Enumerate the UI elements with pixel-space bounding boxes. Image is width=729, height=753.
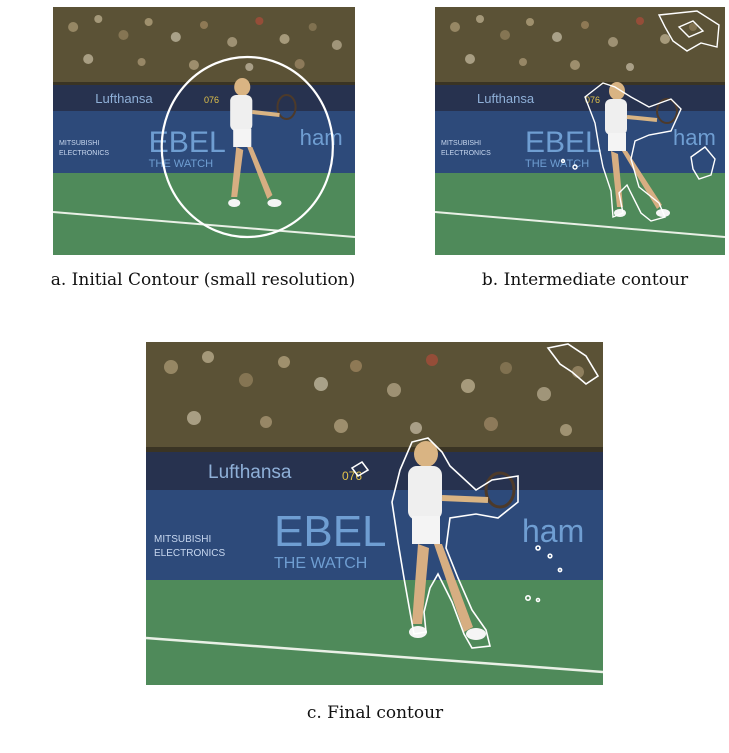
tennis-scene-image: Lufthansa 076 MITSUBISHI ELECTRONICS EBE…	[435, 7, 725, 255]
banner-lufthansa: Lufthansa	[477, 91, 535, 106]
tennis-player	[408, 441, 516, 640]
caption-intermediate-contour: b. Intermediate contour	[481, 270, 689, 290]
banner-ham: ham	[300, 125, 343, 150]
panel-initial-contour: Lufthansa 076 MITSUBISHI ELECTRONICS EBE…	[53, 7, 355, 255]
score-display: 076	[585, 95, 600, 105]
banner-mitsubishi: MITSUBISHI	[59, 140, 99, 147]
panel-final-contour: Lufthansa 076 MITSUBISHI ELECTRONICS EBE…	[146, 342, 603, 685]
banner-ebel: EBEL	[525, 126, 602, 159]
banner-ebel: EBEL	[149, 126, 226, 159]
caption-final-contour: c. Final contour	[306, 703, 444, 723]
final-contour	[350, 343, 600, 649]
banner-mitsubishi: MITSUBISHI	[154, 534, 211, 545]
intermediate-contour	[560, 10, 720, 222]
banner-ham: ham	[522, 513, 584, 549]
tennis-scene-image: Lufthansa 076 MITSUBISHI ELECTRONICS EBE…	[146, 342, 603, 685]
banner-electronics: ELECTRONICS	[441, 150, 491, 157]
caption-initial-contour: a. Initial Contour (small resolution)	[50, 270, 356, 290]
tennis-player	[605, 82, 678, 217]
initial-circular-contour	[160, 55, 334, 239]
panel-intermediate-contour: Lufthansa 076 MITSUBISHI ELECTRONICS EBE…	[435, 7, 725, 255]
banner-watch: THE WATCH	[149, 158, 214, 170]
banner-ebel: EBEL	[274, 507, 387, 556]
banner-watch: THE WATCH	[274, 555, 367, 572]
banner-watch: THE WATCH	[525, 158, 589, 170]
banner-mitsubishi: MITSUBISHI	[441, 140, 481, 147]
tennis-player	[228, 78, 297, 207]
banner-lufthansa: Lufthansa	[208, 462, 292, 483]
banner-lufthansa: Lufthansa	[95, 91, 153, 106]
score-display: 076	[342, 469, 362, 483]
banner-electronics: ELECTRONICS	[154, 548, 225, 559]
score-display: 076	[204, 95, 219, 105]
banner-electronics: ELECTRONICS	[59, 150, 109, 157]
tennis-scene-image: Lufthansa 076 MITSUBISHI ELECTRONICS EBE…	[53, 7, 355, 255]
banner-ham: ham	[673, 125, 716, 150]
